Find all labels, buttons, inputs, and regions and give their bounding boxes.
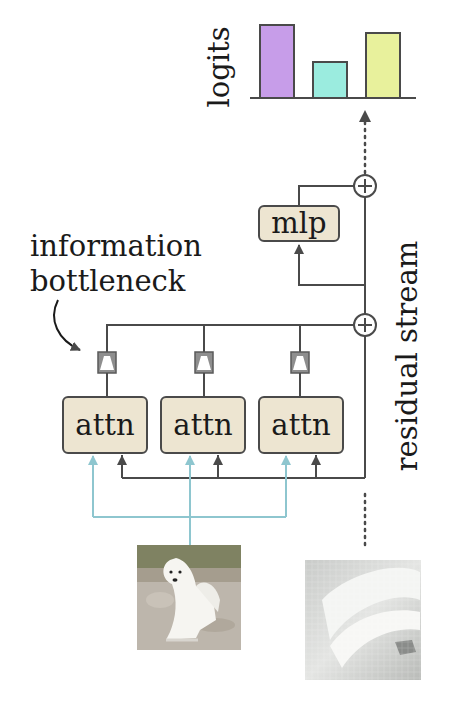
attention-head: attn — [258, 396, 344, 454]
axis-label: logits — [202, 26, 237, 107]
mlp-input-wire — [299, 245, 365, 285]
dog-photo — [137, 545, 241, 650]
attention-head: attn — [62, 396, 148, 454]
stream-label: residual stream — [390, 241, 425, 472]
logit-bars — [250, 25, 416, 98]
image-input-wire — [93, 517, 286, 545]
sum-symbol — [354, 175, 376, 197]
callout-arrow — [54, 300, 80, 350]
image-input-wire — [285, 456, 287, 517]
mlp-block: mlp — [258, 205, 340, 242]
residual-line — [364, 197, 366, 478]
residual-input-wire — [122, 455, 365, 478]
arrow-head — [359, 110, 371, 122]
image-patch — [305, 560, 421, 680]
node-text: attn — [271, 411, 330, 440]
sum-symbol — [354, 314, 376, 336]
attention-head: attn — [160, 396, 246, 454]
attn-output-bus — [107, 325, 354, 352]
bottleneck-icon — [291, 352, 309, 396]
node-text: mlp — [271, 209, 326, 238]
dotted-stream — [364, 490, 367, 545]
callout-label: information bottleneck — [30, 229, 262, 299]
node-text: attn — [173, 411, 232, 440]
image-input-wire — [92, 456, 94, 517]
mlp-output-wire — [299, 186, 354, 205]
dotted-stream — [364, 118, 367, 173]
arrow-head — [315, 456, 317, 470]
bottleneck-icon — [98, 352, 116, 396]
arrow-head — [121, 456, 123, 470]
bottleneck-icon — [195, 352, 213, 396]
node-text: attn — [75, 411, 134, 440]
arrow-head — [217, 456, 219, 470]
image-input-wire — [189, 456, 191, 517]
